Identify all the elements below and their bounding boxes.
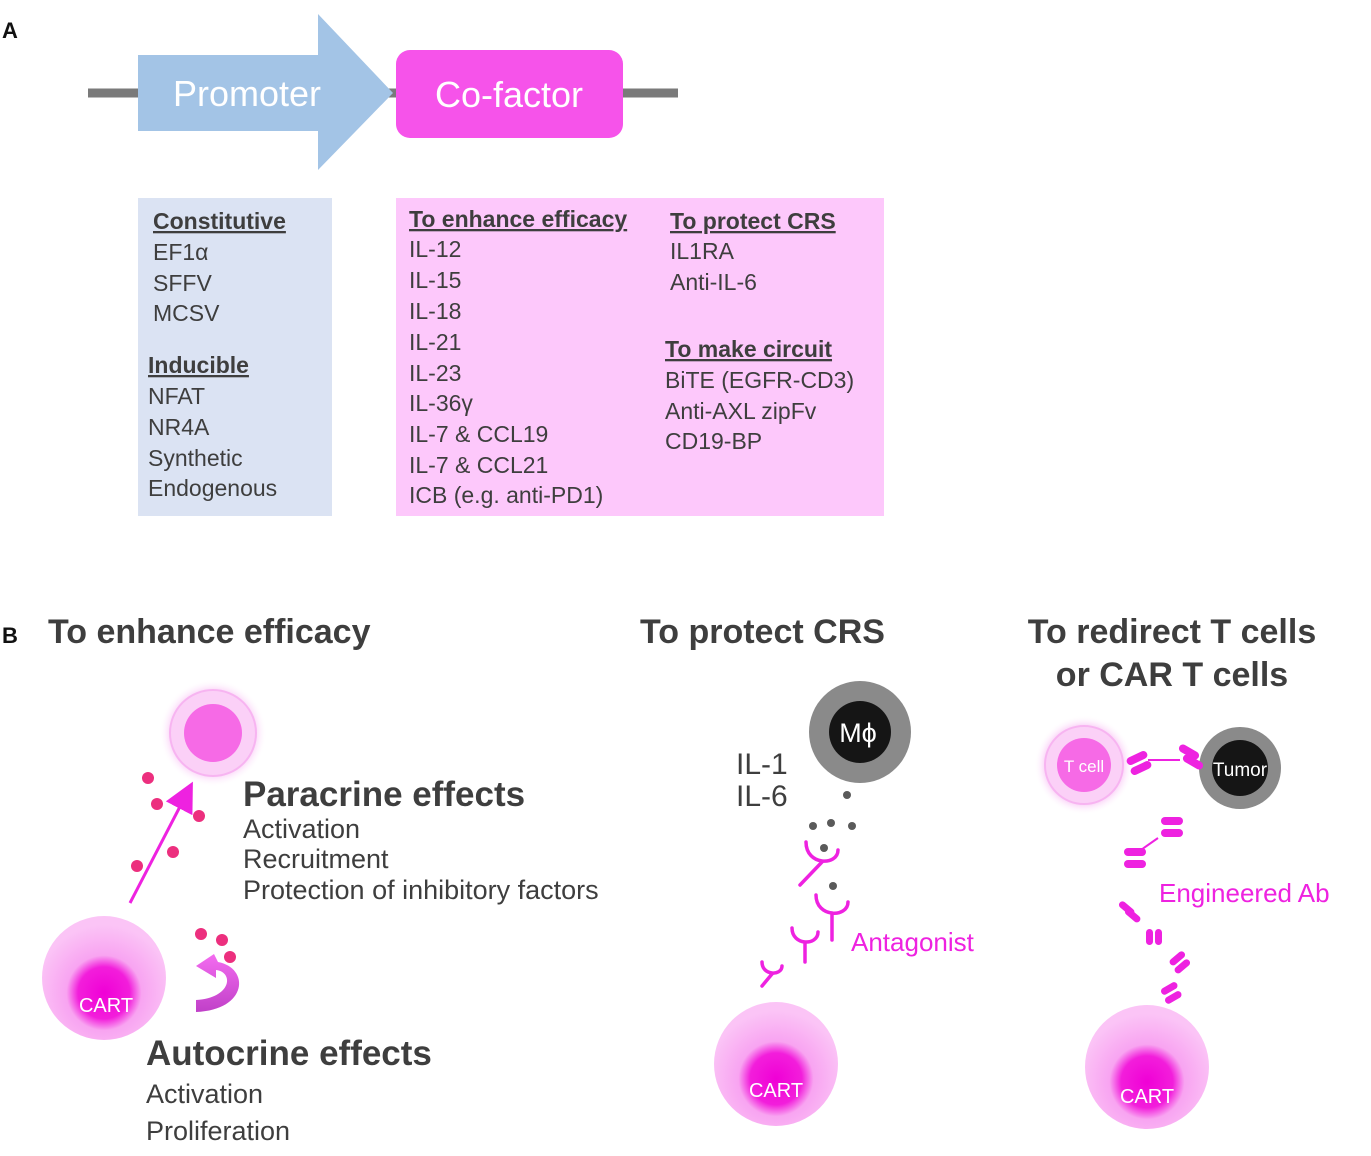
circuit-item: BiTE (EGFR-CD3) [665, 367, 854, 393]
efficacy-item: IL-7 & CCL21 [409, 452, 548, 478]
cytokine-dots [809, 791, 856, 890]
efficacy-list: IL-12 IL-15 IL-18 IL-21 IL-23 IL-36γ IL-… [409, 236, 603, 508]
cofactor-label: Co-factor [435, 74, 583, 115]
inducible-item: NR4A [148, 414, 210, 440]
efficacy-item: IL-23 [409, 360, 461, 386]
cofactor-block [396, 50, 623, 138]
paracrine-item: Activation [243, 814, 360, 844]
paracrine-title: Paracrine effects [243, 775, 525, 814]
engineered-ab-label: Engineered Ab [1159, 878, 1330, 908]
t-cell-label: T cell [1064, 757, 1104, 776]
redirect-title-line2: or CAR T cells [1056, 656, 1288, 694]
promoter-list-box [138, 198, 332, 516]
inducible-item: Endogenous [148, 475, 277, 501]
paracrine-list: Activation Recruitment Protection of inh… [243, 814, 599, 905]
efficacy-item: IL-36γ [409, 390, 473, 416]
cart-label: CART [749, 1080, 803, 1102]
constitutive-heading: Constitutive [153, 208, 286, 234]
paracrine-item: Protection of inhibitory factors [243, 875, 599, 905]
promoter-arrow [138, 14, 393, 170]
autocrine-dots [195, 928, 236, 963]
redirect-title-line1: To redirect T cells [1028, 613, 1316, 651]
cytokine-list: IL-1 IL-6 [736, 748, 788, 813]
cytokine-item: IL-6 [736, 780, 788, 813]
inducible-list: NFAT NR4A Synthetic Endogenous [148, 383, 277, 501]
t-cell-nucleus [1057, 738, 1111, 792]
efficacy-item: IL-7 & CCL19 [409, 421, 548, 447]
efficacy-item: IL-12 [409, 236, 461, 262]
cytokine-item: IL-1 [736, 748, 788, 781]
promoter-label: Promoter [173, 73, 321, 114]
antagonist-label: Antagonist [851, 927, 975, 957]
crs-item: Anti-IL-6 [670, 269, 757, 295]
inducible-item: Synthetic [148, 445, 243, 471]
autocrine-title: Autocrine effects [146, 1034, 432, 1073]
cofactor-list-box [396, 198, 884, 516]
target-cell-nucleus [184, 704, 242, 762]
constitutive-list: EF1α SFFV MCSV [153, 239, 220, 326]
efficacy-title: To enhance efficacy [48, 613, 371, 651]
efficacy-item: ICB (e.g. anti-PD1) [409, 482, 603, 508]
autocrine-curl-arrow [196, 954, 240, 1012]
panel-a-label: A [2, 18, 18, 43]
bispecific-bridge [1126, 744, 1204, 775]
macrophage-nucleus [829, 701, 891, 763]
efficacy-item: IL-18 [409, 298, 461, 324]
circuit-item: Anti-AXL zipFv [665, 398, 817, 424]
antagonist-molecules [760, 840, 850, 988]
tumor-label: Tumor [1213, 760, 1268, 781]
panel-b-label: B [2, 623, 18, 648]
circuit-item: CD19-BP [665, 428, 762, 454]
autocrine-item: Activation [146, 1079, 263, 1109]
engineered-ab-molecules [1118, 817, 1191, 1004]
cart-cell [714, 1002, 838, 1126]
autocrine-list: Activation Proliferation [146, 1079, 290, 1146]
tumor-nucleus [1212, 740, 1268, 796]
efficacy-item: IL-21 [409, 329, 461, 355]
paracrine-arrow [128, 781, 193, 904]
macrophage-label: Mϕ [839, 718, 877, 748]
constitutive-item: SFFV [153, 270, 212, 296]
inducible-item: NFAT [148, 383, 205, 409]
crs-heading: To protect CRS [670, 208, 836, 234]
constitutive-item: MCSV [153, 300, 220, 326]
cart-label: CART [79, 995, 133, 1017]
efficacy-heading: To enhance efficacy [409, 206, 627, 232]
cart-cell [1085, 1005, 1209, 1129]
constitutive-item: EF1α [153, 239, 208, 265]
crs-list: IL1RA Anti-IL-6 [670, 238, 757, 295]
paracrine-item: Recruitment [243, 844, 389, 874]
circuit-heading: To make circuit [665, 336, 832, 362]
cart-cell [42, 916, 166, 1040]
crs-title: To protect CRS [640, 613, 885, 651]
cart-label: CART [1120, 1086, 1174, 1108]
autocrine-item: Proliferation [146, 1116, 290, 1146]
inducible-heading: Inducible [148, 352, 249, 378]
paracrine-dots [131, 772, 205, 872]
efficacy-item: IL-15 [409, 267, 461, 293]
circuit-list: BiTE (EGFR-CD3) Anti-AXL zipFv CD19-BP [665, 367, 854, 454]
crs-item: IL1RA [670, 238, 735, 264]
